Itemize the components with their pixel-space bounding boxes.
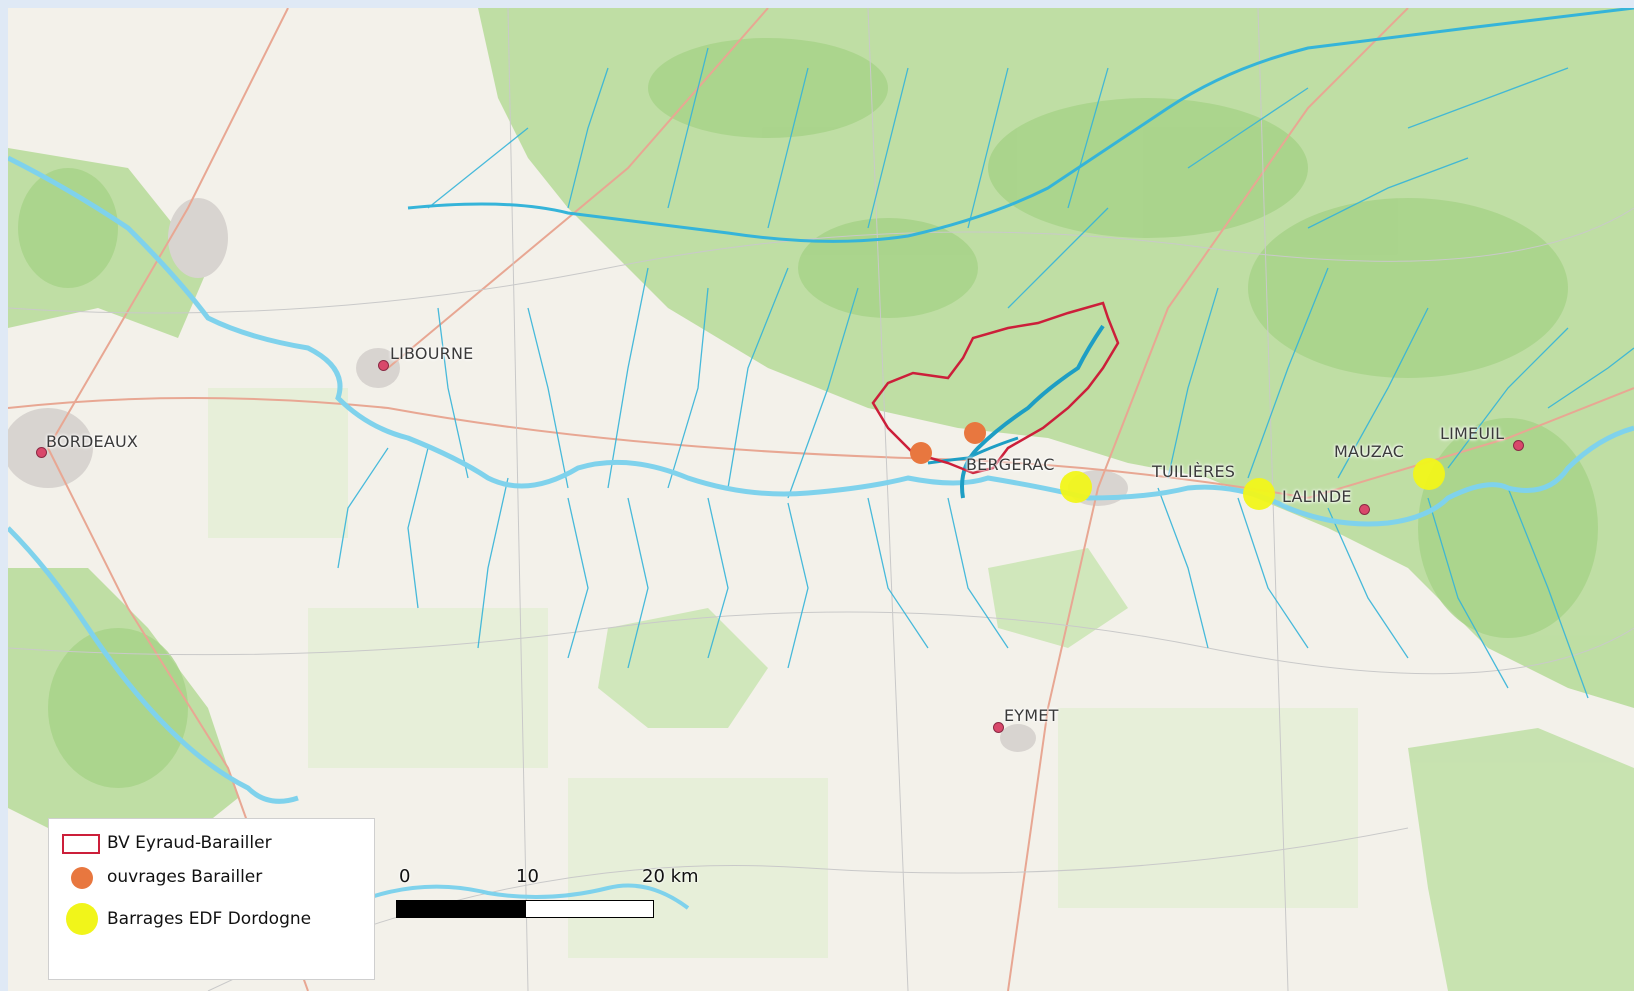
- town-label-mauzac: MAUZAC: [1334, 442, 1405, 461]
- river-garonne: [8, 526, 299, 804]
- river-dordogne: [8, 155, 1634, 527]
- scale-label-10: 10: [516, 866, 539, 887]
- orange-circle-icon: [71, 867, 93, 889]
- barrage-marker-mauzac[interactable]: [1413, 458, 1445, 490]
- watershed-swatch-icon: [62, 834, 100, 854]
- road-network: [8, 8, 1634, 991]
- town-dot-lalinde[interactable]: [1359, 504, 1370, 515]
- town-dot-libourne[interactable]: [378, 360, 389, 371]
- legend-label: Barrages EDF Dordogne: [107, 909, 312, 929]
- town-label-eymet: EYMET: [1004, 706, 1059, 725]
- river-isle: [407, 8, 1634, 243]
- barrage-marker-tuilieres[interactable]: [1243, 478, 1275, 510]
- map-svg: [8, 8, 1634, 991]
- town-label-tuilieres: TUILIÈRES: [1152, 462, 1236, 481]
- town-dot-eymet[interactable]: [993, 722, 1004, 733]
- town-label-limeuil: LIMEUIL: [1440, 424, 1505, 443]
- town-label-bergerac: BERGERAC: [966, 455, 1055, 474]
- stream-network: [337, 47, 1634, 699]
- scale-bar: 0 10 20 km: [396, 866, 699, 926]
- legend-label: BV Eyraud-Barailler: [107, 833, 272, 853]
- town-label-bordeaux: BORDEAUX: [46, 432, 139, 451]
- scale-label-20: 20 km: [642, 866, 699, 887]
- barrage-marker-bergerac[interactable]: [1060, 471, 1092, 503]
- scale-bar-black-segment: [396, 900, 526, 918]
- town-label-lalinde: LALINDE: [1282, 487, 1352, 506]
- scale-bar-white-segment: [525, 900, 654, 918]
- legend-label: ouvrages Barailler: [107, 867, 263, 887]
- town-dot-bordeaux[interactable]: [36, 447, 47, 458]
- forest-patches: [18, 38, 1598, 788]
- legend-item-ouvrages: ouvrages Barailler: [49, 861, 374, 895]
- town-label-libourne: LIBOURNE: [390, 344, 474, 363]
- field-patches: [208, 388, 1358, 958]
- legend-item-watershed: BV Eyraud-Barailler: [49, 827, 374, 861]
- map-legend: BV Eyraud-Barailler ouvrages Barailler B…: [48, 818, 375, 980]
- ouvrage-marker-2[interactable]: [964, 422, 986, 444]
- town-dot-limeuil[interactable]: [1513, 440, 1524, 451]
- ouvrage-marker-1[interactable]: [910, 442, 932, 464]
- map-canvas[interactable]: BORDEAUX LIBOURNE BERGERAC TUILIÈRES LAL…: [8, 8, 1634, 991]
- river-dropt: [367, 883, 690, 910]
- yellow-circle-icon: [66, 903, 98, 935]
- forest-areas: [8, 8, 1634, 991]
- legend-item-barrages: Barrages EDF Dordogne: [49, 901, 374, 935]
- scale-label-0: 0: [399, 866, 411, 887]
